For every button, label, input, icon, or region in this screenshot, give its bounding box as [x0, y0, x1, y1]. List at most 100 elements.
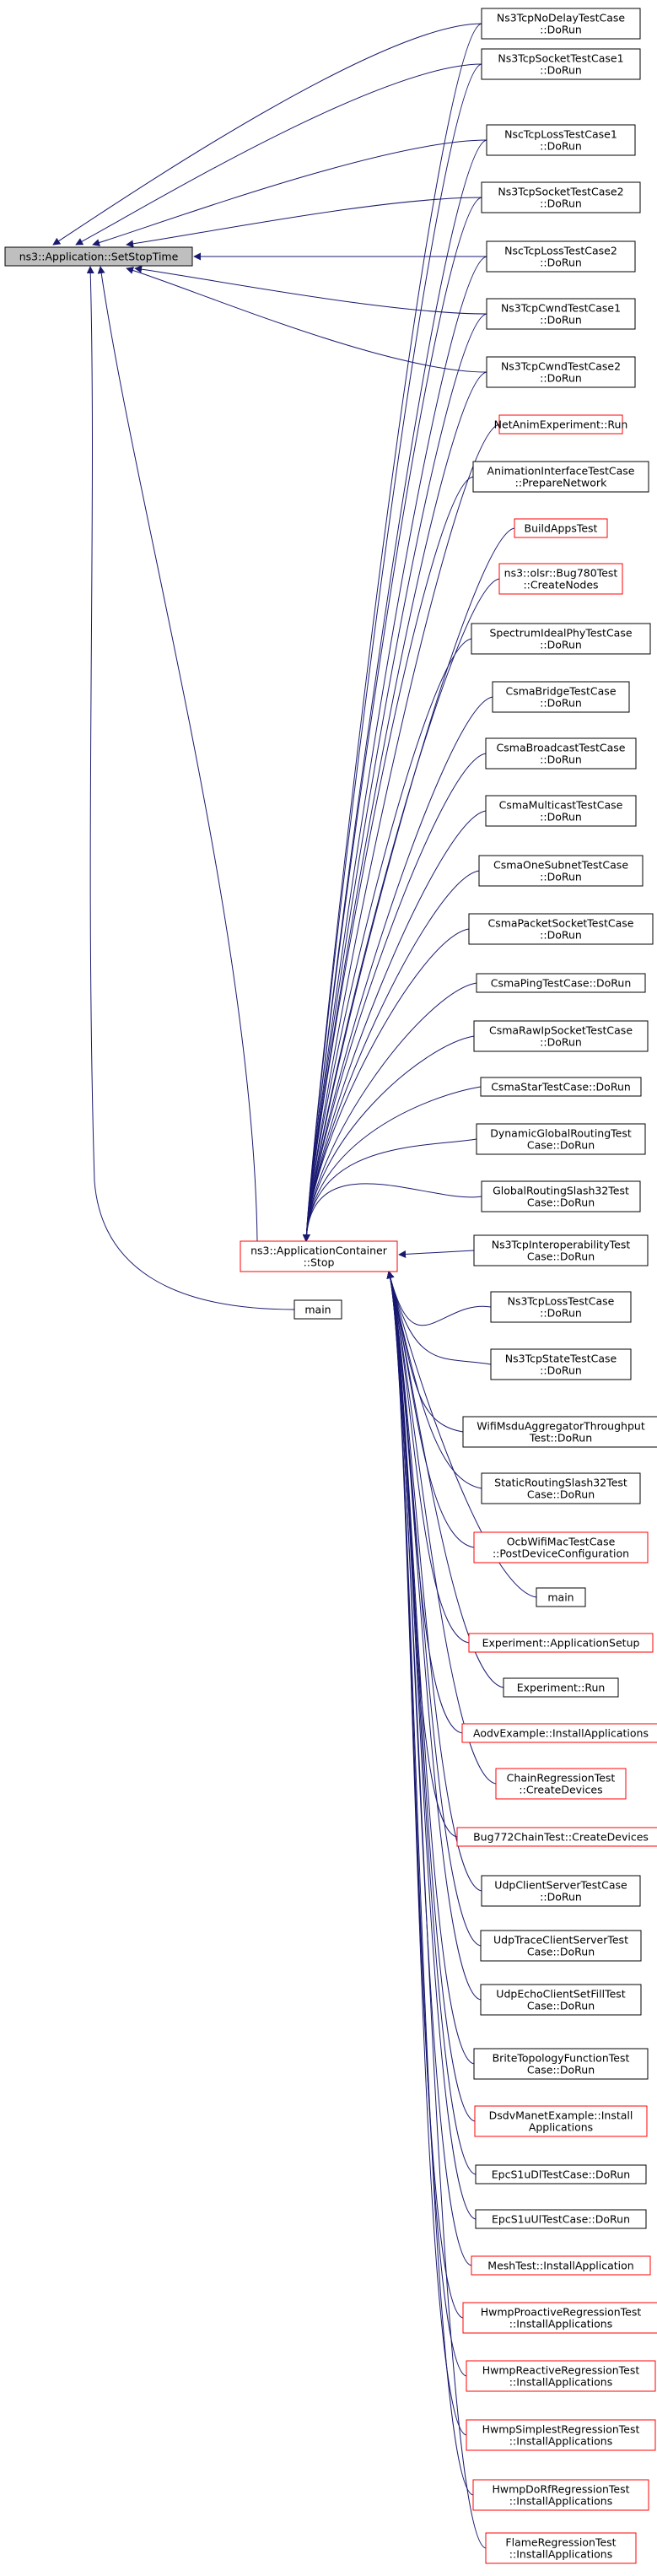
caller-ns3-olsr-bug780test-createnodes[interactable]: ns3::olsr::Bug780Test::CreateNodes	[498, 563, 623, 595]
caller-ns3tcpstatetestcase-dorun[interactable]: Ns3TcpStateTestCase::DoRun	[490, 1348, 632, 1380]
caller-nsctcplosstestcase1-dorun-box[interactable]	[486, 124, 636, 156]
caller-epcs1udltestcase-dorun-box[interactable]	[475, 2164, 647, 2184]
caller-ns3tcpsockettestcase1-dorun-box[interactable]	[481, 48, 641, 80]
caller-udptraceclientservertest-case-dorun-box[interactable]	[480, 1930, 642, 1962]
caller-flameregressiontest-installapplications[interactable]: FlameRegressionTest::InstallApplications	[485, 2532, 637, 2564]
caller-ns3tcpcwndtestcase1-dorun-box[interactable]	[486, 298, 636, 330]
caller-csmabridgetestcase-dorun[interactable]: CsmaBridgeTestCase::DoRun	[492, 681, 630, 713]
caller-csmabroadcasttestcase-dorun-box[interactable]	[485, 737, 637, 770]
caller-ns3tcpcwndtestcase2-dorun-box[interactable]	[486, 356, 636, 388]
caller-ns3tcpinteroperabilitytest-case-dorun-box[interactable]	[473, 1234, 649, 1266]
caller-ns3tcpcwndtestcase1-dorun[interactable]: Ns3TcpCwndTestCase1::DoRun	[486, 298, 636, 330]
caller-staticroutingslash32test-case-dorun-box[interactable]	[481, 1472, 641, 1504]
caller-hwmpsimplestregressiontest-installapplications-box[interactable]	[466, 2419, 656, 2451]
caller-udpclientservertestcase-dorun[interactable]: UdpClientServerTestCase::DoRun	[481, 1875, 641, 1907]
caller-csmabridgetestcase-dorun-box[interactable]	[492, 681, 630, 713]
caller-britetopologyfunctiontest-case-dorun-box[interactable]	[473, 2048, 649, 2080]
caller-nsctcplosstestcase2-dorun-box[interactable]	[486, 240, 636, 273]
caller-ns3-olsr-bug780test-createnodes-box[interactable]	[498, 563, 623, 595]
caller-ns3tcpnodelaytestcase-dorun[interactable]: Ns3TcpNoDelayTestCase::DoRun	[481, 8, 641, 40]
caller-csmabroadcasttestcase-dorun[interactable]: CsmaBroadcastTestCase::DoRun	[485, 737, 637, 770]
caller-csmapingtestcase-dorun-box[interactable]	[476, 973, 646, 993]
caller-animationinterfacetestcase-preparenetwork[interactable]: AnimationInterfaceTestCase::PrepareNetwo…	[472, 461, 649, 493]
caller-aodvexample-installapplications[interactable]: AodvExample::InstallApplications	[461, 1723, 657, 1743]
caller-csmapacketsockettestcase-dorun-box[interactable]	[468, 913, 654, 945]
caller-main-box[interactable]	[536, 1587, 586, 1607]
caller-csmastartestcase-dorun[interactable]: CsmaStarTestCase::DoRun	[480, 1077, 642, 1097]
caller-experiment-run-box[interactable]	[503, 1677, 619, 1698]
caller-hwmpdorfregressiontest-installapplications-box[interactable]	[472, 2479, 649, 2511]
caller-ns3tcpsockettestcase2-dorun[interactable]: Ns3TcpSocketTestCase2::DoRun	[481, 181, 641, 213]
caller-ns3tcpsockettestcase2-dorun-box[interactable]	[481, 181, 641, 213]
caller-ns3tcplosstestcase-dorun[interactable]: Ns3TcpLossTestCase::DoRun	[490, 1291, 632, 1323]
caller-experiment-applicationsetup-box[interactable]	[468, 1633, 654, 1653]
caller-nsctcplosstestcase2-dorun[interactable]: NscTcpLossTestCase2::DoRun	[486, 240, 636, 273]
caller-chainregressiontest-createdevices-box[interactable]	[495, 1768, 627, 1800]
main-node-box[interactable]	[293, 1299, 342, 1320]
caller-buildappstest[interactable]: BuildAppsTest	[514, 518, 608, 538]
caller-ns3tcpsockettestcase1-dorun[interactable]: Ns3TcpSocketTestCase1::DoRun	[481, 48, 641, 80]
caller-dynamicglobalroutingtest-case-dorun-box[interactable]	[476, 1123, 646, 1155]
caller-csmaonesubnettestcase-dorun-box[interactable]	[478, 855, 644, 887]
caller-ns3tcpstatetestcase-dorun-box[interactable]	[490, 1348, 632, 1380]
caller-csmamulticasttestcase-dorun-box[interactable]	[485, 795, 637, 827]
caller-spectrumidealphytestcase-dorun-box[interactable]	[471, 623, 651, 655]
caller-netanimexperiment-run-box[interactable]	[498, 414, 623, 435]
caller-hwmpproactiveregressiontest-installapplications-box[interactable]	[462, 2302, 657, 2334]
caller-udpclientservertestcase-dorun-box[interactable]	[481, 1875, 641, 1907]
caller-wifimsduaggregatorthroughput-test-dorun-box[interactable]	[462, 1416, 657, 1448]
caller-chainregressiontest-createdevices[interactable]: ChainRegressionTest::CreateDevices	[495, 1768, 627, 1800]
caller-hwmpreactiveregressiontest-installapplications[interactable]: HwmpReactiveRegressionTest::InstallAppli…	[466, 2360, 656, 2392]
caller-ns3tcpcwndtestcase2-dorun[interactable]: Ns3TcpCwndTestCase2::DoRun	[486, 356, 636, 388]
caller-ocbwifimactestcase-postdeviceconfiguration[interactable]: OcbWifiMacTestCase::PostDeviceConfigurat…	[473, 1531, 649, 1563]
caller-dsdvmanetexample-install-applications[interactable]: DsdvManetExample::InstallApplications	[474, 2105, 648, 2137]
caller-bug772chaintest-createdevices-box[interactable]	[456, 1827, 657, 1847]
caller-globalroutingslash32test-case-dorun-box[interactable]	[481, 1180, 641, 1212]
main-node[interactable]: main	[293, 1299, 342, 1320]
caller-buildappstest-box[interactable]	[514, 518, 608, 538]
caller-flameregressiontest-installapplications-box[interactable]	[485, 2532, 637, 2564]
caller-bug772chaintest-createdevices[interactable]: Bug772ChainTest::CreateDevices	[456, 1827, 657, 1847]
caller-experiment-run[interactable]: Experiment::Run	[503, 1677, 619, 1698]
caller-epcs1udltestcase-dorun[interactable]: EpcS1uDlTestCase::DoRun	[475, 2164, 647, 2184]
caller-spectrumidealphytestcase-dorun[interactable]: SpectrumIdealPhyTestCase::DoRun	[471, 623, 651, 655]
caller-csmapacketsockettestcase-dorun[interactable]: CsmaPacketSocketTestCase::DoRun	[468, 913, 654, 945]
caller-ocbwifimactestcase-postdeviceconfiguration-box[interactable]	[473, 1531, 649, 1563]
caller-nsctcplosstestcase1-dorun[interactable]: NscTcpLossTestCase1::DoRun	[486, 124, 636, 156]
caller-udpechoclientsetfilltest-case-dorun-box[interactable]	[480, 1984, 642, 2016]
caller-epcs1uultestcase-dorun-box[interactable]	[475, 2209, 647, 2229]
application-container-stop-node-box[interactable]	[240, 1240, 398, 1272]
caller-csmaonesubnettestcase-dorun[interactable]: CsmaOneSubnetTestCase::DoRun	[478, 855, 644, 887]
caller-aodvexample-installapplications-box[interactable]	[461, 1723, 657, 1743]
caller-hwmpdorfregressiontest-installapplications[interactable]: HwmpDoRfRegressionTest::InstallApplicati…	[472, 2479, 649, 2511]
caller-csmamulticasttestcase-dorun[interactable]: CsmaMulticastTestCase::DoRun	[485, 795, 637, 827]
caller-animationinterfacetestcase-preparenetwork-box[interactable]	[472, 461, 649, 493]
caller-epcs1uultestcase-dorun[interactable]: EpcS1uUlTestCase::DoRun	[475, 2209, 647, 2229]
caller-meshtest-installapplication[interactable]: MeshTest::InstallApplication	[471, 2255, 651, 2276]
caller-meshtest-installapplication-box[interactable]	[471, 2255, 651, 2276]
caller-hwmpreactiveregressiontest-installapplications-box[interactable]	[466, 2360, 656, 2392]
caller-experiment-applicationsetup[interactable]: Experiment::ApplicationSetup	[468, 1633, 654, 1653]
caller-netanimexperiment-run[interactable]: NetAnimExperiment::Run	[494, 414, 628, 435]
application-container-stop-node[interactable]: ns3::ApplicationContainer::Stop	[240, 1240, 398, 1272]
caller-csmapingtestcase-dorun[interactable]: CsmaPingTestCase::DoRun	[476, 973, 646, 993]
caller-main[interactable]: main	[536, 1587, 586, 1607]
caller-hwmpsimplestregressiontest-installapplications[interactable]: HwmpSimplestRegressionTest::InstallAppli…	[466, 2419, 656, 2451]
caller-ns3tcplosstestcase-dorun-box[interactable]	[490, 1291, 632, 1323]
caller-dsdvmanetexample-install-applications-box[interactable]	[474, 2105, 648, 2137]
caller-csmastartestcase-dorun-box[interactable]	[480, 1077, 642, 1097]
set-stop-time-node-box[interactable]	[4, 246, 193, 267]
caller-ns3tcpnodelaytestcase-dorun-box[interactable]	[481, 8, 641, 40]
caller-hwmpproactiveregressiontest-installapplications[interactable]: HwmpProactiveRegressionTest::InstallAppl…	[462, 2302, 657, 2334]
set-stop-time-node[interactable]: ns3::Application::SetStopTime	[4, 246, 193, 267]
caller-csmarawipsockettestcase-dorun-box[interactable]	[473, 1020, 649, 1052]
caller-csmarawipsockettestcase-dorun[interactable]: CsmaRawIpSocketTestCase::DoRun	[473, 1020, 649, 1052]
